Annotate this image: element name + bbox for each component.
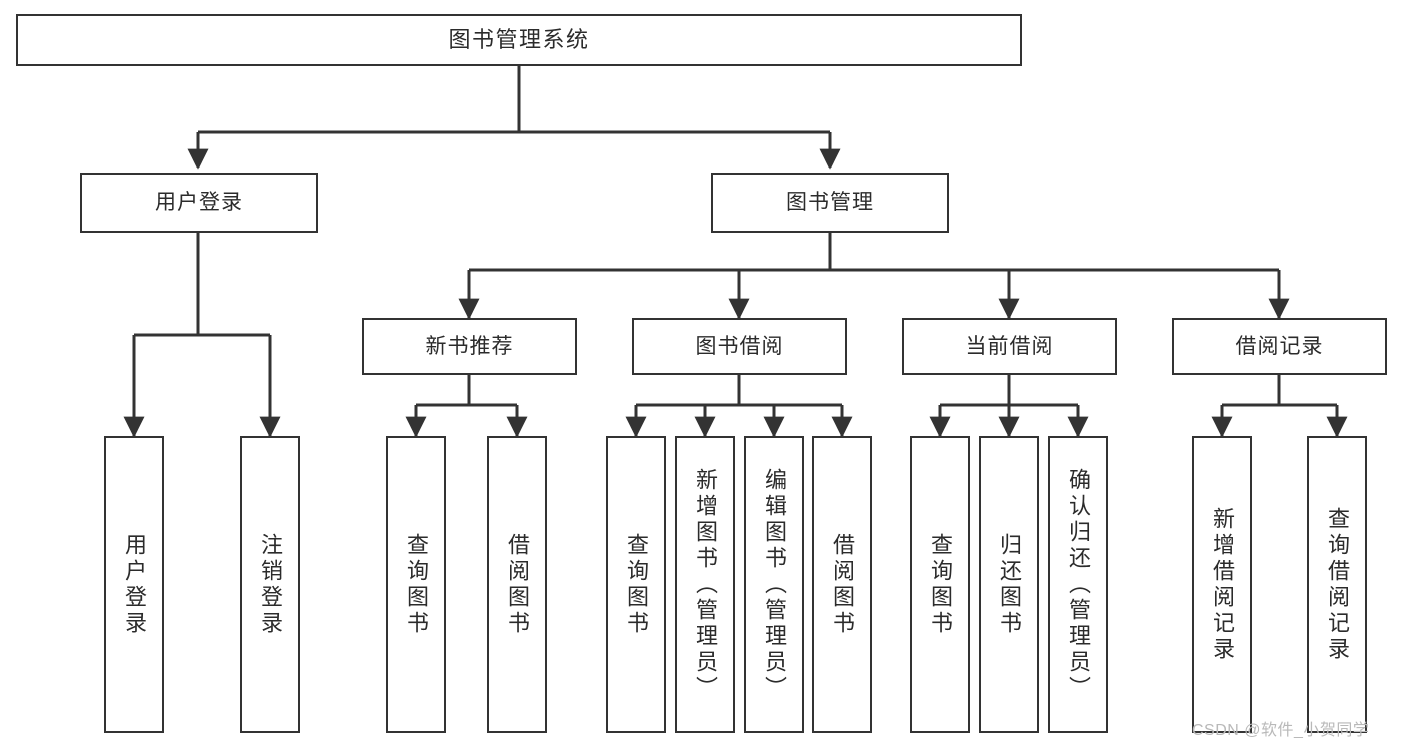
node-label: 查询图书	[928, 532, 953, 637]
leaf-query-book-recommend[interactable]: 查询图书	[386, 436, 446, 733]
node-label: 用户登录	[155, 191, 243, 215]
leaf-user-login[interactable]: 用户登录	[104, 436, 164, 733]
leaf-borrow-book[interactable]: 借阅图书	[812, 436, 872, 733]
node-label: 编辑图书（管理员）	[762, 467, 787, 702]
leaf-query-borrow-record[interactable]: 查询借阅记录	[1307, 436, 1367, 733]
leaf-user-logout[interactable]: 注销登录	[240, 436, 300, 733]
node-label: 图书借阅	[695, 334, 784, 358]
node-label: 图书管理系统	[448, 26, 590, 52]
leaf-add-book-admin[interactable]: 新增图书（管理员）	[675, 436, 735, 733]
node-label: 查询图书	[404, 532, 429, 637]
node-label: 借阅记录	[1235, 334, 1324, 358]
node-book-borrow[interactable]: 图书借阅	[632, 318, 847, 375]
leaf-edit-book-admin[interactable]: 编辑图书（管理员）	[744, 436, 804, 733]
node-current-borrow[interactable]: 当前借阅	[902, 318, 1117, 375]
node-label: 新增图书（管理员）	[693, 467, 718, 702]
node-label: 归还图书	[997, 532, 1022, 637]
csdn-watermark: CSDN @软件_小贺同学	[1192, 722, 1370, 739]
node-label: 注销登录	[258, 532, 283, 637]
node-label: 借阅图书	[830, 532, 855, 637]
node-user-login[interactable]: 用户登录	[80, 173, 318, 233]
node-root-system[interactable]: 图书管理系统	[16, 14, 1022, 66]
node-label: 图书管理	[786, 191, 874, 215]
node-label: 新增借阅记录	[1210, 506, 1235, 663]
leaf-borrow-book-recommend[interactable]: 借阅图书	[487, 436, 547, 733]
leaf-query-book-current[interactable]: 查询图书	[910, 436, 970, 733]
node-borrow-record[interactable]: 借阅记录	[1172, 318, 1387, 375]
node-label: 借阅图书	[505, 532, 530, 637]
node-book-management[interactable]: 图书管理	[711, 173, 949, 233]
node-label: 查询借阅记录	[1325, 506, 1350, 663]
node-label: 当前借阅	[965, 334, 1054, 358]
node-label: 新书推荐	[425, 334, 514, 358]
leaf-confirm-return-admin[interactable]: 确认归还（管理员）	[1048, 436, 1108, 733]
node-label: 确认归还（管理员）	[1066, 467, 1091, 702]
node-label: 查询图书	[624, 532, 649, 637]
leaf-add-borrow-record[interactable]: 新增借阅记录	[1192, 436, 1252, 733]
node-new-book-recommend[interactable]: 新书推荐	[362, 318, 577, 375]
leaf-return-book[interactable]: 归还图书	[979, 436, 1039, 733]
leaf-query-book-borrow[interactable]: 查询图书	[606, 436, 666, 733]
node-label: 用户登录	[122, 532, 147, 637]
